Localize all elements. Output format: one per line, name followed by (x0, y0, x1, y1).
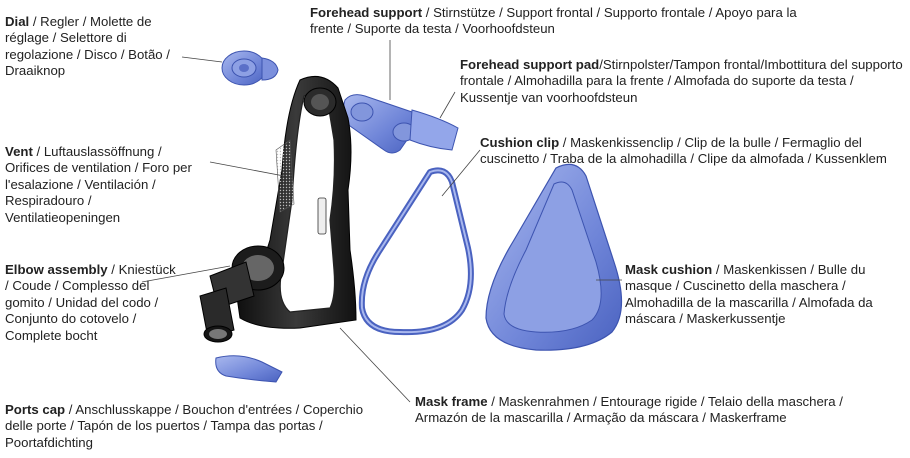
dial-translations: / Regler / Molette de réglage / Selettor… (5, 14, 170, 78)
vent-term: Vent (5, 144, 33, 159)
dial-part (222, 51, 278, 85)
dial-term: Dial (5, 14, 29, 29)
forehead-support-part (343, 95, 416, 153)
cushion-clip-label: Cushion clip / Maskenkissenclip / Clip d… (480, 135, 900, 168)
vent-translations: / Luftauslassöffnung / Orifices de venti… (5, 144, 192, 225)
ports-cap-label: Ports cap / Anschlusskappe / Bouchon d'e… (5, 402, 385, 451)
forehead-support-term: Forehead support (310, 5, 422, 20)
forehead-support-pad-term: Forehead support pad (460, 57, 599, 72)
forehead-support-label: Forehead support / Stirnstütze / Support… (310, 5, 830, 38)
vent-label: Vent / Luftauslassöffnung / Orifices de … (5, 144, 205, 226)
ports-cap-part (216, 356, 282, 382)
cushion-clip-term: Cushion clip (480, 135, 559, 150)
mask-cushion-part (486, 164, 622, 350)
mask-frame-term: Mask frame (415, 394, 488, 409)
cushion-clip-part (362, 170, 471, 332)
forehead-support-pad-part (410, 110, 458, 150)
mask-cushion-label: Mask cushion / Maskenkissen / Bulle du m… (625, 262, 905, 328)
mask-frame-label: Mask frame / Maskenrahmen / Entourage ri… (415, 394, 890, 427)
forehead-support-pad-label: Forehead support pad/Stirnpolster/Tampon… (460, 57, 905, 106)
mask-frame-part (236, 76, 356, 328)
dial-label: Dial / Regler / Molette de réglage / Sel… (5, 14, 190, 80)
elbow-assembly-term: Elbow assembly (5, 262, 108, 277)
mask-cushion-term: Mask cushion (625, 262, 712, 277)
elbow-assembly-label: Elbow assembly / Kniestück / Coude / Com… (5, 262, 180, 344)
ports-cap-term: Ports cap (5, 402, 65, 417)
